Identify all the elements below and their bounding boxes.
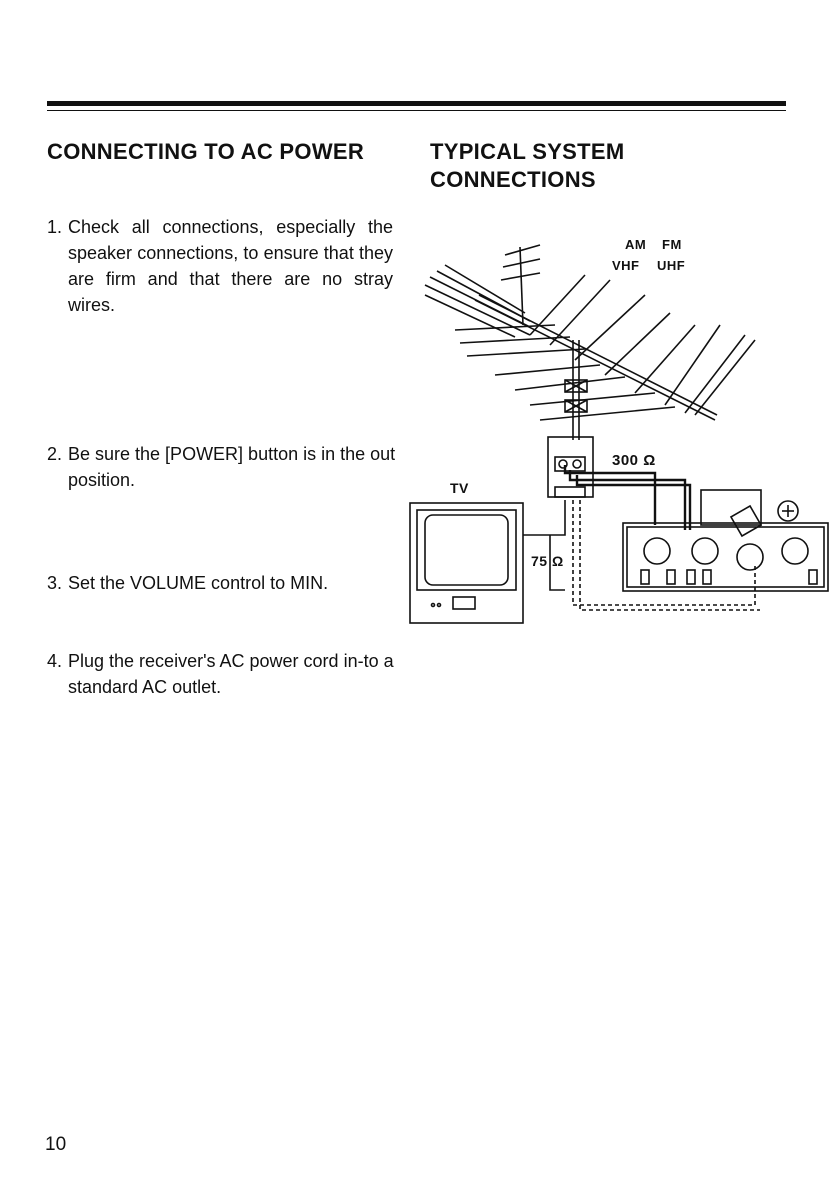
- antenna-fm-dipole: [519, 246, 524, 326]
- page-number: 10: [45, 1134, 67, 1155]
- antenna-connector-box: [564, 379, 588, 393]
- ground-screw-icon: [777, 500, 799, 522]
- header-rule-thick: [47, 101, 786, 106]
- antenna-uhf-elements: [424, 264, 531, 338]
- tv-set: [409, 502, 524, 624]
- heading-line-1: TYPICAL SYSTEM: [430, 139, 625, 164]
- step-number: 4.: [47, 651, 63, 671]
- step-text: Check all connections, especially the sp…: [68, 217, 393, 315]
- cable-75-ohm: [523, 500, 566, 536]
- system-connections-heading: TYPICAL SYSTEM CONNECTIONS: [430, 138, 810, 194]
- heading-line-2: CONNECTIONS: [430, 167, 596, 192]
- antenna-vhf-elements: [529, 274, 756, 416]
- label-300-ohm: 300 Ω: [612, 452, 656, 469]
- step-item-2: 2. Be sure the [POWER] button is in the …: [47, 441, 398, 493]
- antenna-reflector-elements: [454, 324, 676, 421]
- system-connections-section: TYPICAL SYSTEM CONNECTIONS: [430, 138, 810, 194]
- system-connections-diagram: AM FM VHF UHF 300 Ω 75 Ω TV: [405, 225, 835, 635]
- label-tv: TV: [450, 480, 469, 496]
- step-text: Plug the receiver's AC power cord in-to …: [68, 651, 394, 697]
- step-number: 2.: [47, 444, 63, 464]
- step-number: 1.: [47, 217, 63, 237]
- connections-illustration: [409, 244, 829, 624]
- cable-dashed: [572, 500, 756, 606]
- step-item-4: 4. Plug the receiver's AC power cord in-…: [47, 648, 398, 700]
- step-item-3: 3. Set the VOLUME control to MIN.: [47, 570, 398, 596]
- antenna-terminal: [643, 537, 671, 565]
- step-item-1: 1. Check all connections, especially the…: [47, 214, 393, 318]
- cable-300-ohm: [563, 465, 692, 530]
- label-vhf: VHF: [612, 258, 640, 273]
- label-uhf: UHF: [657, 258, 686, 273]
- step-text: Be sure the [POWER] button is in the out…: [68, 444, 396, 490]
- label-fm: FM: [662, 237, 682, 252]
- ac-power-steps: 1. Check all connections, especially the…: [47, 166, 397, 697]
- header-rule-thin: [47, 110, 786, 111]
- label-75-ohm: 75 Ω: [531, 553, 564, 569]
- receiver-unit: [622, 489, 829, 592]
- ac-power-section: CONNECTING TO AC POWER 1. Check all conn…: [47, 138, 397, 697]
- step-text: Set the VOLUME control to MIN.: [68, 573, 329, 593]
- label-am: AM: [625, 237, 647, 252]
- step-number: 3.: [47, 573, 63, 593]
- ac-power-heading: CONNECTING TO AC POWER: [47, 139, 365, 164]
